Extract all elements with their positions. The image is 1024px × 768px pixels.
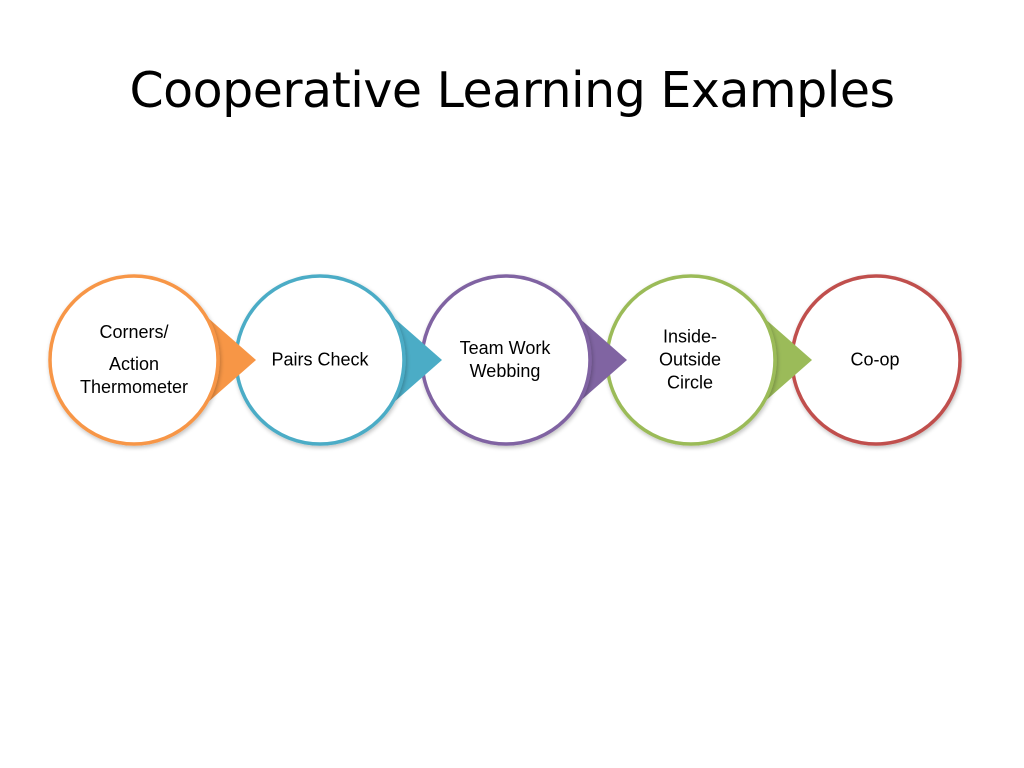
step-5-line-1: Co-op: [850, 349, 900, 370]
step-5-label: Co-op: [800, 349, 950, 372]
slide-title: Cooperative Learning Examples: [129, 62, 895, 119]
step-1-node: [48, 274, 256, 446]
step-1-line-3: Thermometer: [79, 377, 189, 397]
step-4-line-1: Inside-: [662, 326, 718, 347]
step-4-node: [605, 274, 812, 446]
step-2-node: [234, 274, 442, 446]
step-1-label: Corners/ Action Thermometer: [59, 321, 209, 399]
step-4-line-2: Outside: [658, 349, 722, 370]
step-4-line-3: Circle: [666, 372, 713, 393]
step-2-line-1: Pairs Check: [271, 349, 369, 370]
step-3-line-2: Webbing: [469, 361, 541, 381]
step-1-circle: [48, 274, 220, 446]
step-3-label: Team Work Webbing: [430, 337, 580, 383]
step-2-label: Pairs Check: [245, 349, 395, 372]
step-4-label: Inside- Outside Circle: [615, 326, 765, 395]
step-1-line-2: Action: [108, 354, 160, 374]
step-3-line-1: Team Work: [459, 338, 551, 358]
step-1-line-1: Corners/: [99, 322, 169, 342]
